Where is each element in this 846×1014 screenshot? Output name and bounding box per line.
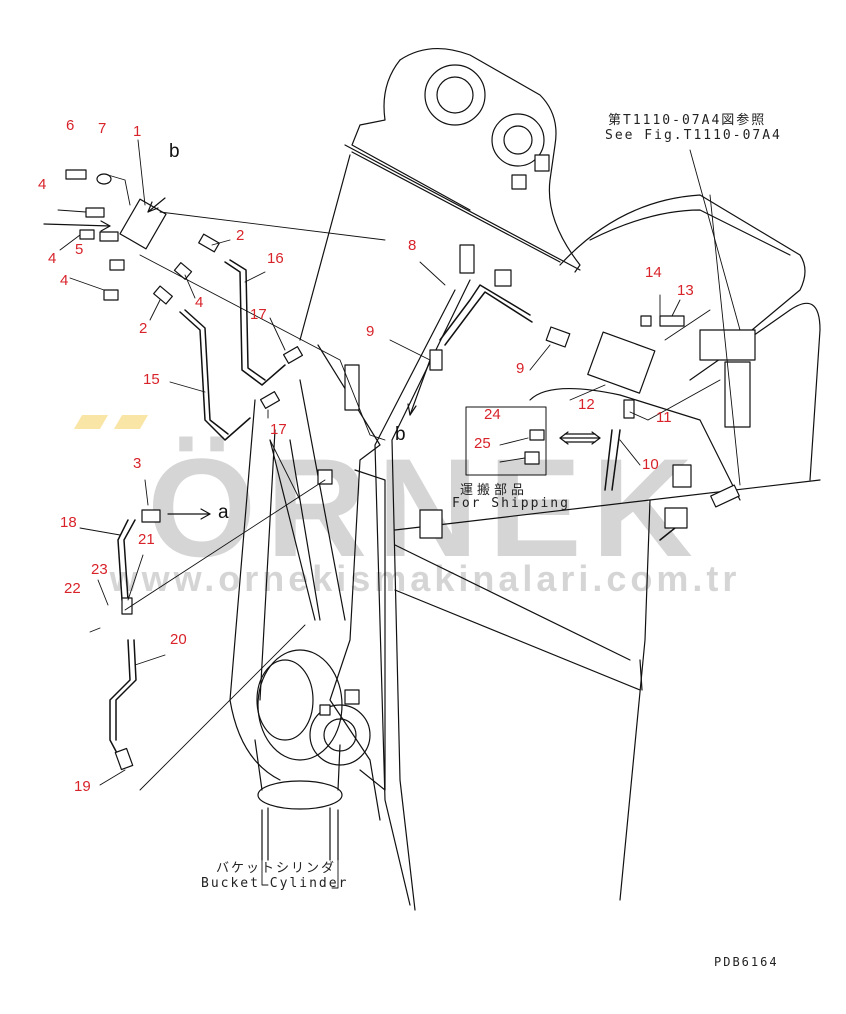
part-number-14: 14: [645, 264, 662, 281]
part-number-5: 5: [75, 241, 84, 258]
part-number-8: 8: [408, 237, 417, 254]
part-number-22: 22: [64, 580, 81, 597]
boom-outline: [344, 47, 821, 911]
callout-b-mid: b: [395, 424, 406, 445]
shipping-box: [465, 406, 547, 476]
bucket-cylinder: [254, 649, 343, 861]
part-number-9: 9: [516, 360, 525, 377]
part-number-17: 17: [270, 421, 287, 438]
watermark-url: www.ornekismakinalari.com.tr: [109, 558, 741, 599]
part-number-15: 15: [143, 371, 160, 388]
bucket-cylinder-jp: バケットシリンダ: [216, 861, 337, 876]
cylinder-leader: [261, 859, 339, 889]
part-number-4: 4: [48, 250, 57, 267]
part-number-17: 17: [250, 306, 267, 323]
part-number-7: 7: [98, 120, 107, 137]
part-number-1: 1: [133, 123, 142, 140]
shipping-jp: 運搬部品: [460, 483, 529, 498]
see-fig-jp: 第T1110-07A4図参照: [608, 113, 767, 128]
part-number-2: 2: [236, 227, 245, 244]
part-number-4: 4: [60, 272, 69, 289]
arrows: [43, 197, 601, 520]
part-number-11: 11: [656, 409, 672, 426]
leader-lines: [57, 139, 741, 791]
part-number-25: 25: [474, 435, 491, 452]
callout-a: a: [218, 502, 229, 523]
drawing-code: PDB6164: [714, 955, 779, 969]
part-number-13: 13: [677, 282, 694, 299]
part-number-16: 16: [267, 250, 284, 267]
hoses: [109, 259, 686, 756]
part-number-18: 18: [60, 514, 77, 531]
part-number-21: 21: [138, 531, 155, 548]
watermark-logo: ÖRNEK: [147, 429, 703, 586]
callout-b-top: b: [169, 141, 180, 162]
part-number-10: 10: [642, 456, 659, 473]
part-number-23: 23: [91, 561, 108, 578]
part-number-12: 12: [578, 396, 595, 413]
part-number-6: 6: [66, 117, 75, 134]
part-number-20: 20: [170, 631, 187, 648]
bucket-cylinder-en: Bucket Cylinder: [201, 876, 349, 891]
arm-outline: [229, 154, 386, 821]
part-number-19: 19: [74, 778, 91, 795]
part-number-24: 24: [484, 406, 501, 423]
part-number-4: 4: [38, 176, 47, 193]
part-number-3: 3: [133, 455, 142, 472]
part-number-2: 2: [139, 320, 148, 337]
part-number-4: 4: [195, 294, 204, 311]
part-number-9: 9: [366, 323, 375, 340]
fittings: [65, 154, 756, 771]
see-fig-en: See Fig.T1110-07A4: [605, 128, 782, 143]
shipping-en: For Shipping: [452, 496, 570, 511]
